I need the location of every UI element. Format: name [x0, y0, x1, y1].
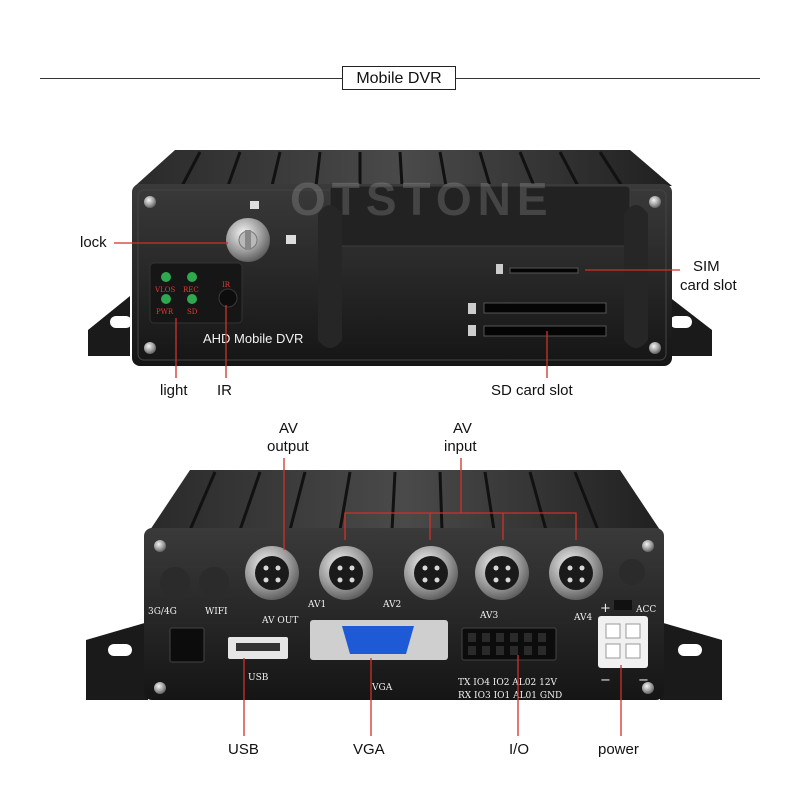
header-rule-right	[456, 78, 760, 79]
watermark: OTSTONE	[290, 173, 554, 225]
label-av2: AV2	[382, 600, 401, 610]
callout-sim-line1: SIM	[693, 258, 720, 275]
sd-slot-1	[483, 302, 607, 314]
label-av3: AV3	[479, 611, 499, 621]
page-title: Mobile DVR	[342, 66, 456, 90]
aviation-connectors	[245, 546, 603, 600]
callout-vga: VGA	[353, 741, 385, 758]
callout-sim-line2: card slot	[680, 277, 737, 294]
3g4g-port	[169, 627, 205, 663]
ir-sensor	[218, 288, 238, 308]
antenna-wifi	[199, 567, 229, 597]
label-av4: AV4	[573, 613, 593, 623]
sim-card-icon	[496, 264, 503, 274]
rear-bracket-right	[660, 622, 722, 700]
led-label-vlos: VLOS	[154, 286, 175, 294]
label-acc: ACC	[635, 605, 656, 615]
led-label-sd: SD	[187, 308, 198, 316]
front-unit	[88, 150, 712, 366]
callout-av-input-line2: input	[444, 438, 477, 455]
power-minus-sign-2: −	[638, 673, 649, 688]
sd-slot-2	[483, 325, 607, 337]
rear-unit	[86, 470, 722, 700]
io-port	[461, 627, 557, 661]
callout-ir: IR	[217, 382, 232, 399]
power-plus-sign: +	[600, 601, 611, 616]
sd-card-icon	[468, 325, 476, 336]
label-vga: VGA	[371, 683, 393, 693]
callout-sd-slot: SD card slot	[491, 382, 573, 399]
power-minus-sign-1: −	[600, 673, 611, 688]
callout-av-input-line1: AV	[453, 420, 472, 437]
led-label-rec: REC	[183, 286, 199, 294]
led-label-pwr: PWR	[156, 308, 174, 316]
label-usb: USB	[248, 673, 269, 683]
lock-icon	[286, 235, 296, 244]
callout-lines	[114, 242, 680, 736]
callout-light: light	[160, 382, 188, 399]
label-wifi: WIFI	[205, 607, 228, 617]
sd-card-icon	[468, 303, 476, 314]
rear-bracket-left	[86, 622, 148, 700]
callout-usb: USB	[228, 741, 259, 758]
callout-av-output-line1: AV	[279, 420, 298, 437]
header-rule-left	[40, 78, 342, 79]
io-pins-top: TX IO4 IO2 AL02 12V	[458, 678, 558, 688]
label-av1: AV1	[307, 600, 326, 610]
label-av-out: AV OUT	[261, 616, 298, 626]
led-panel	[149, 262, 243, 324]
front-top-fins	[135, 150, 672, 186]
front-bracket-left	[88, 296, 130, 356]
front-model-label: AHD Mobile DVR	[203, 331, 303, 346]
callout-io: I/O	[509, 741, 530, 758]
antenna-3g4g	[160, 567, 190, 597]
callout-av-output-line2: output	[267, 438, 309, 455]
callout-power: power	[598, 741, 639, 758]
ir-label: IR	[222, 281, 231, 289]
label-3g4g: 3G/4G	[148, 607, 177, 617]
callout-lock: lock	[80, 234, 107, 251]
unlock-icon	[250, 201, 259, 209]
sim-slot	[509, 267, 579, 274]
io-pins-bottom: RX IO3 IO1 AL01 GND	[458, 691, 562, 701]
rear-top-fins	[150, 470, 660, 530]
